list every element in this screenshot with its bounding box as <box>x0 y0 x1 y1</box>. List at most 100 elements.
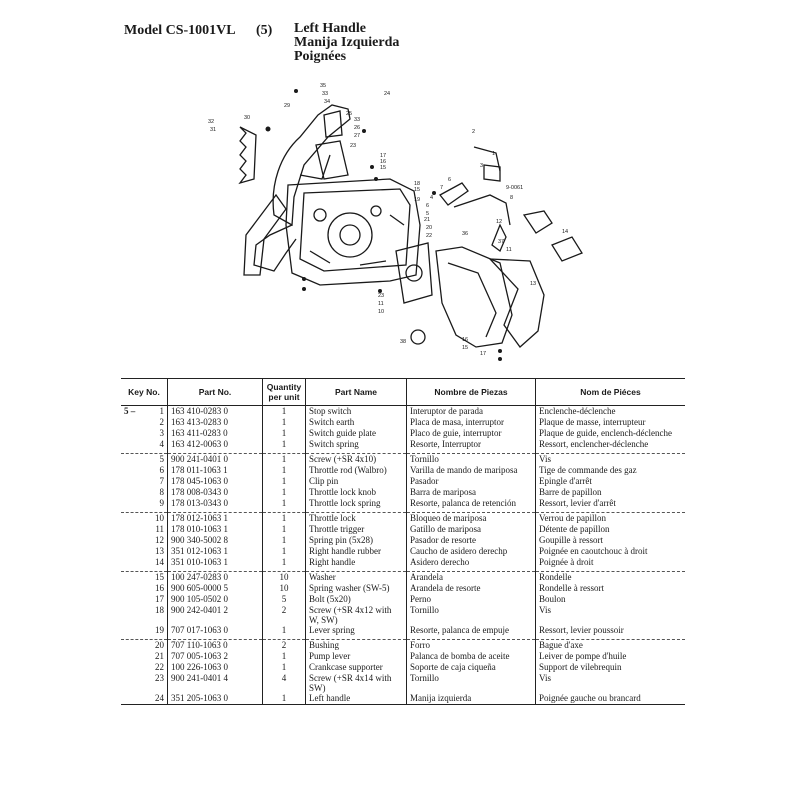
cell-fr: Goupille à ressort <box>535 535 685 546</box>
cell-key: 8 <box>159 487 165 497</box>
cell-es: Tornillo <box>406 673 536 693</box>
cell-partno: 163 412-0063 0 <box>167 439 263 450</box>
cell-pname: Switch spring <box>305 439 407 450</box>
callout-label: 2 <box>472 129 475 135</box>
cell-fr: Vis <box>535 605 685 625</box>
cell-pname: Clip pin <box>305 476 407 487</box>
cell-qty: 1 <box>262 557 306 568</box>
callout-label: 31 <box>210 127 216 133</box>
callout-label: 32 <box>208 119 214 125</box>
cell-partno: 351 205-1063 0 <box>167 693 263 705</box>
chain-brake-guard <box>238 126 257 185</box>
cell-pname: Crankcase supporter <box>305 662 407 673</box>
parts-table: Key No. Part No. Quantity per unit Part … <box>121 378 685 705</box>
header-nombre-piezas: Nombre de Piezas <box>406 378 536 406</box>
cell-es: Barra de mariposa <box>406 487 536 498</box>
cell-partno: 900 340-5002 8 <box>167 535 263 546</box>
cell-qty: 10 <box>262 583 306 594</box>
cell-partno: 163 410-0283 0 <box>167 405 263 417</box>
cell-qty: 1 <box>262 524 306 535</box>
cell-pname: Spring washer (SW-5) <box>305 583 407 594</box>
cell-qty: 1 <box>262 535 306 546</box>
cell-fr: Plaque de guide, enclench-déclenche <box>535 428 685 439</box>
cell-key: 22 <box>155 662 164 672</box>
cell-partno: 178 010-1063 1 <box>167 524 263 535</box>
top-handle-post <box>315 140 349 180</box>
cell-key: 19 <box>155 625 164 635</box>
cell-es: Gatillo de mariposa <box>406 524 536 535</box>
callout-label: 8 <box>510 195 513 201</box>
cell-fr: Verrou de papillon <box>535 512 685 524</box>
cell-es: Manija izquierda <box>406 693 536 705</box>
callout-label: 6 <box>426 203 429 209</box>
cell-qty: 1 <box>262 476 306 487</box>
cell-es: Caucho de asidero derechp <box>406 546 536 557</box>
cell-partno: 351 010-1063 1 <box>167 557 263 568</box>
cell-fr: Plaque de masse, interrupteur <box>535 417 685 428</box>
cell-key: 5 –1 <box>121 406 168 418</box>
cell-fr: Ressort, levier poussoir <box>535 625 685 636</box>
callout-label: 22 <box>426 233 432 239</box>
callout-label: 9-0061 <box>506 185 523 191</box>
cell-partno: 100 226-1063 0 <box>167 662 263 673</box>
cell-fr: Barre de papillon <box>535 487 685 498</box>
cell-partno: 351 012-1063 1 <box>167 546 263 557</box>
callout-label: 37 <box>498 239 504 245</box>
group-separator <box>121 636 685 640</box>
callout-label: 23 <box>378 293 384 299</box>
callout-label: 15 <box>380 165 386 171</box>
key-number: 1 <box>159 406 165 416</box>
cell-es: Tornillo <box>406 453 536 465</box>
callout-label: 36 <box>462 231 468 237</box>
cell-key: 4 <box>159 439 165 449</box>
cell-fr: Vis <box>535 453 685 465</box>
cell-pname: Screw (+SR 4x14 with SW) <box>305 673 407 693</box>
cell-qty: 1 <box>262 512 306 524</box>
cell-es: Placo de guie, interruptor <box>406 428 536 439</box>
left-handle-rubber <box>243 193 287 276</box>
cell-key: 21 <box>155 651 164 661</box>
cell-qty: 1 <box>262 487 306 498</box>
cell-es: Soporte de caja ciqueña <box>406 662 536 673</box>
cell-fr: Vis <box>535 673 685 693</box>
callout-label: 24 <box>384 91 390 97</box>
group-separator <box>121 450 685 454</box>
cell-es: Varilla de mando de mariposa <box>406 465 536 476</box>
cell-pname: Bolt (5x20) <box>305 594 407 605</box>
cell-qty: 2 <box>262 639 306 651</box>
cell-fr: Ressort, enclencher-déclenche <box>535 439 685 450</box>
cell-qty: 10 <box>262 571 306 583</box>
cell-pname: Throttle lock knob <box>305 487 407 498</box>
callout-label: 7 <box>440 185 443 191</box>
header-key-no: Key No. <box>121 378 168 406</box>
callout-label: 6 <box>448 177 451 183</box>
cell-fr: Boulon <box>535 594 685 605</box>
cell-qty: 5 <box>262 594 306 605</box>
callout-label: 3 <box>480 163 483 169</box>
group-separator <box>121 568 685 572</box>
cell-key: 20 <box>121 639 168 651</box>
cell-es: Resorte, palanca de retención <box>406 498 536 509</box>
cell-fr: Détente de papillon <box>535 524 685 535</box>
cell-es: Arandela de resorte <box>406 583 536 594</box>
cell-partno: 707 110-1063 0 <box>167 639 263 651</box>
cell-pname: Screw (+SR 4x12 with W, SW) <box>305 605 407 625</box>
cell-partno: 178 012-1063 1 <box>167 512 263 524</box>
cell-qty: 1 <box>262 417 306 428</box>
callout-label: 21 <box>424 217 430 223</box>
cell-fr: Leiver de pompe d'huile <box>535 651 685 662</box>
cell-qty: 1 <box>262 428 306 439</box>
cell-pname: Switch earth <box>305 417 407 428</box>
cell-qty: 1 <box>262 693 306 705</box>
cell-key: 6 <box>159 465 165 475</box>
cell-es: Pasador <box>406 476 536 487</box>
